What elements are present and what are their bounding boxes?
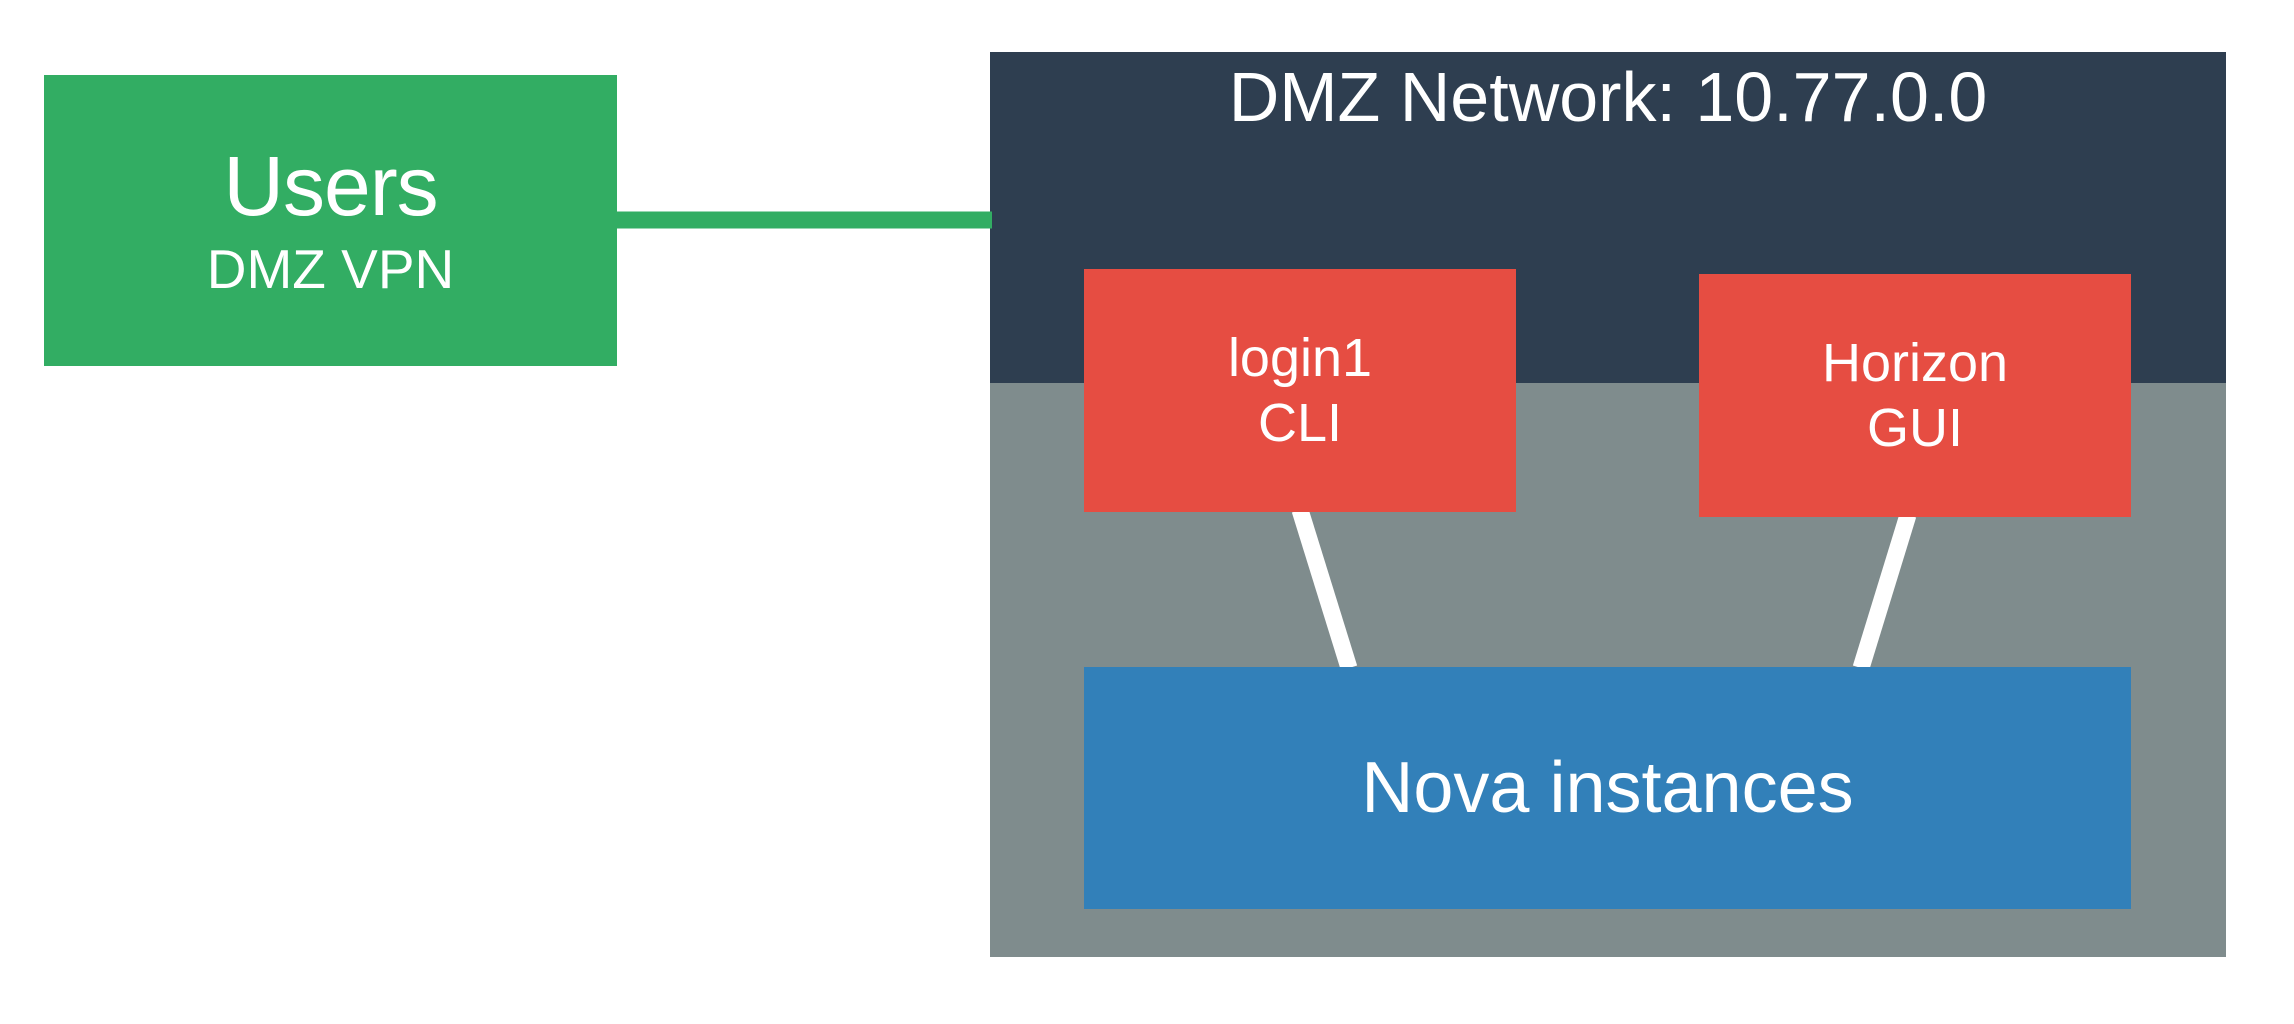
horizon-node-name: Horizon — [1821, 332, 2009, 393]
nova-instances-label: Nova instances — [1361, 748, 1854, 828]
users-node-title: Users — [223, 139, 438, 233]
users-node: Users DMZ VPN — [44, 75, 617, 366]
login1-cli-node: login1 CLI — [1084, 269, 1516, 512]
login1-node-type: CLI — [1257, 392, 1343, 453]
horizon-gui-node: Horizon GUI — [1699, 274, 2131, 517]
horizon-node-type: GUI — [1866, 397, 1963, 458]
login1-node-name: login1 — [1227, 327, 1373, 388]
nova-instances-node: Nova instances — [1084, 667, 2131, 909]
dmz-network-title: DMZ Network: 10.77.0.0 — [1228, 58, 1988, 136]
users-node-subtitle: DMZ VPN — [206, 238, 455, 300]
